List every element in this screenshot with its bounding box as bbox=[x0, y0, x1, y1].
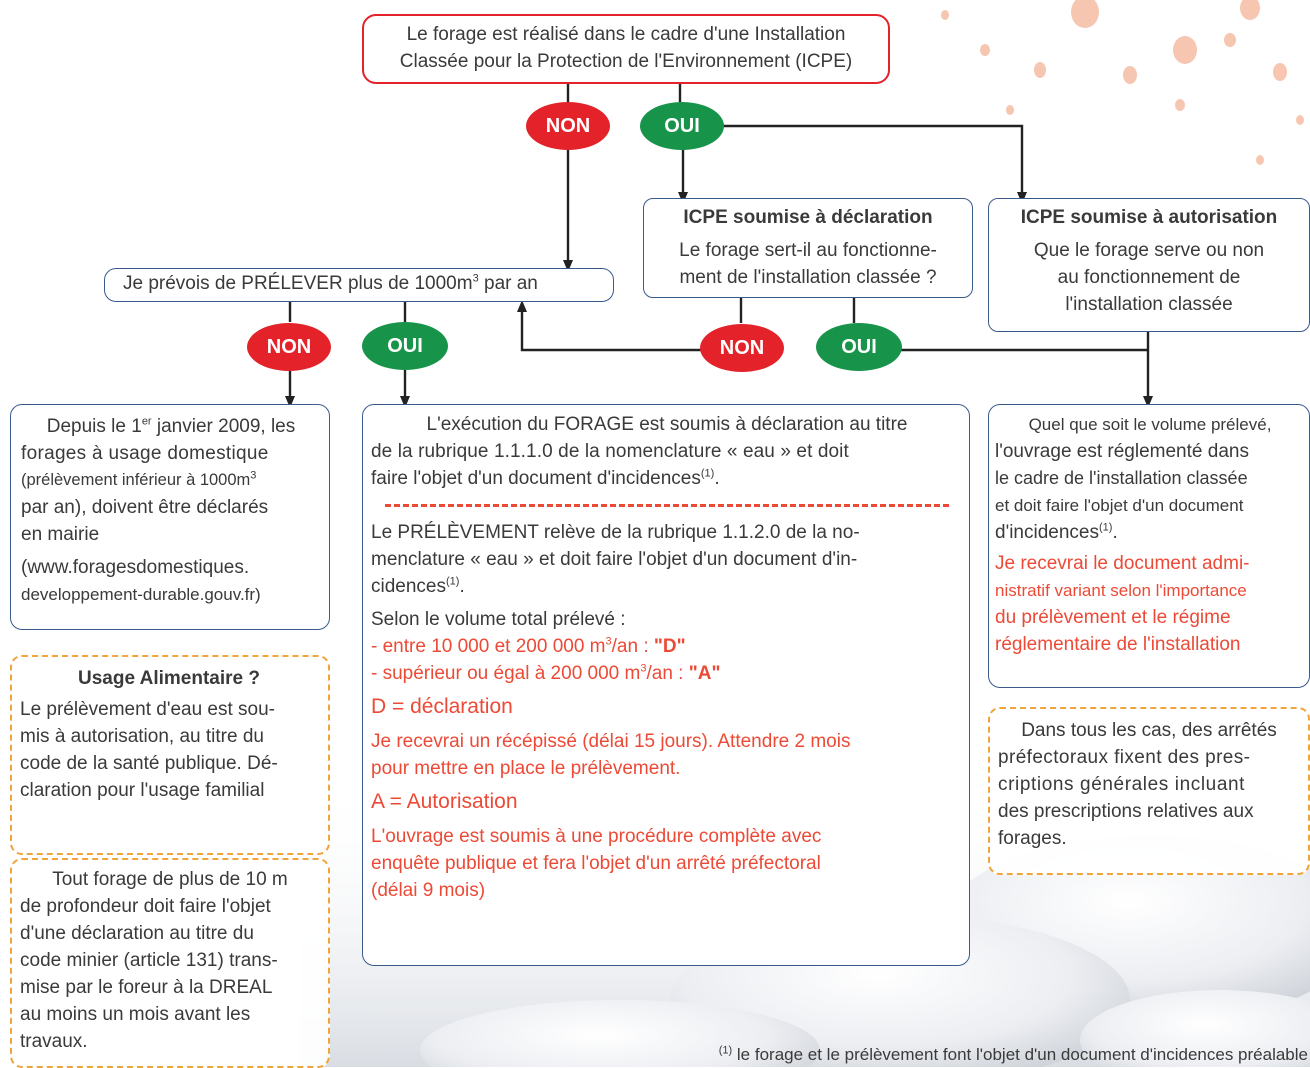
icpe-autorisation-line2: au fonctionnement de bbox=[1057, 267, 1241, 288]
minier-line6: au moins un mois avant les bbox=[20, 1004, 251, 1025]
prelever-box: Je prévois de PRÉLEVER plus de 1000m3 pa… bbox=[104, 268, 614, 302]
oui-badge-prelever: OUI bbox=[362, 322, 448, 370]
a-line2: enquête publique et fera l'objet d'un ar… bbox=[371, 853, 821, 874]
main-line1: L'exécution du FORAGE est soumis à décla… bbox=[426, 414, 908, 435]
icpe-question-box: Le forage est réalisé dans le cadre d'un… bbox=[362, 14, 890, 84]
main-prelevement-line1: Le PRÉLÈVEMENT relève de la rubrique 1.1… bbox=[371, 522, 860, 543]
quel-line2: l'ouvrage est réglementé dans bbox=[995, 441, 1249, 462]
tous-line3: criptions générales incluant bbox=[998, 774, 1246, 795]
a-line1: L'ouvrage est soumis à une procédure com… bbox=[371, 826, 822, 847]
d-line2: pour mettre en place le prélèvement. bbox=[371, 758, 681, 779]
minier-line1: Tout forage de plus de 10 m bbox=[52, 869, 288, 890]
icpe-question-line1: Le forage est réalisé dans le cadre d'un… bbox=[406, 24, 846, 45]
selon-volume: Selon le volume total prélevé : bbox=[371, 609, 626, 630]
domestic-line7: developpement-durable.gouv.fr) bbox=[21, 585, 261, 604]
quel-line3: le cadre de l'installation classée bbox=[995, 468, 1248, 488]
domestic-line5: en mairie bbox=[21, 524, 100, 545]
main-prelevement-line3: cidences(1). bbox=[371, 575, 465, 597]
non-badge-icpe: NON bbox=[526, 102, 610, 150]
icpe-declaration-line2: ment de l'installation classée ? bbox=[679, 267, 937, 288]
a-line3: (délai 9 mois) bbox=[371, 880, 486, 901]
quel-line4: et doit faire l'objet d'un document bbox=[995, 496, 1244, 515]
main-line3: faire l'objet d'un document d'incidences… bbox=[371, 467, 720, 489]
quel-orange-line4: réglementaire de l'installation bbox=[995, 634, 1241, 655]
domestic-line6: (www.foragesdomestiques. bbox=[21, 557, 250, 578]
icpe-autorisation-title: ICPE soumise à autorisation bbox=[1020, 207, 1278, 228]
usage-line4: claration pour l'usage familial bbox=[20, 780, 265, 801]
tous-line2: préfectoraux fixent des pres- bbox=[998, 747, 1251, 768]
a-title: A = Autorisation bbox=[371, 790, 518, 813]
icpe-question-line2: Classée pour la Protection de l'Environn… bbox=[399, 51, 853, 72]
quel-line5: d'incidences(1). bbox=[995, 521, 1118, 543]
usage-line2: mis à autorisation, au titre du bbox=[20, 726, 264, 747]
separator-dashed-line bbox=[385, 504, 949, 507]
icpe-autorisation-line3: l'installation classée bbox=[1065, 294, 1233, 315]
minier-line5: mise par le foreur à la DREAL bbox=[20, 977, 273, 998]
main-line2: de la rubrique 1.1.1.0 de la nomenclatur… bbox=[371, 441, 849, 462]
usage-line1: Le prélèvement d'eau est sou- bbox=[20, 699, 276, 720]
domestic-line2: forages à usage domestique bbox=[21, 443, 269, 464]
minier-line2: de profondeur doit faire l'objet bbox=[20, 896, 271, 917]
minier-line7: travaux. bbox=[20, 1031, 88, 1052]
tous-les-cas-box: Dans tous les cas, des arrêtés préfector… bbox=[988, 707, 1310, 875]
minier-line3: d'une déclaration au titre du bbox=[20, 923, 254, 944]
quel-line1: Quel que soit le volume prélevé, bbox=[1028, 415, 1272, 434]
footnote: (1) le forage et le prélèvement font l'o… bbox=[718, 1044, 1308, 1064]
quel-orange-line3: du prélèvement et le régime bbox=[995, 607, 1231, 628]
bullet-declaration: - entre 10 000 et 200 000 m3/an : "D" bbox=[371, 635, 686, 657]
domestic-line1: Depuis le 1er janvier 2009, les bbox=[46, 415, 296, 437]
d-line1: Je recevrai un récépissé (délai 15 jours… bbox=[371, 731, 851, 752]
usage-alimentaire-title: Usage Alimentaire ? bbox=[78, 668, 260, 689]
non-badge-prelever: NON bbox=[247, 323, 331, 371]
forage-prelevement-box: L'exécution du FORAGE est soumis à décla… bbox=[362, 404, 970, 966]
connector-oui-to-autorisation bbox=[714, 124, 1027, 204]
icpe-autorisation-box: ICPE soumise à autorisation Que le forag… bbox=[988, 198, 1310, 332]
usage-alimentaire-box: Usage Alimentaire ? Le prélèvement d'eau… bbox=[10, 655, 330, 855]
quel-orange-line2: nistratif variant selon l'importance bbox=[995, 581, 1247, 600]
quel-orange-line1: Je recevrai le document admi- bbox=[995, 553, 1250, 574]
icpe-declaration-line1: Le forage sert-il au fonctionne- bbox=[679, 240, 937, 261]
main-prelevement-line2: menclature « eau » et doit faire l'objet… bbox=[371, 549, 858, 570]
non-badge-declaration: NON bbox=[700, 324, 784, 372]
oui-badge-declaration: OUI bbox=[816, 323, 902, 371]
connector-non-to-prelever bbox=[517, 300, 704, 352]
icpe-declaration-box: ICPE soumise à déclaration Le forage ser… bbox=[643, 198, 973, 298]
prelever-text: Je prévois de PRÉLEVER plus de 1000m3 pa… bbox=[123, 272, 538, 294]
domestic-line3: (prélèvement inférieur à 1000m3 bbox=[21, 469, 257, 489]
oui-badge-icpe: OUI bbox=[640, 102, 724, 150]
tous-line5: forages. bbox=[998, 828, 1067, 849]
minier-line4: code minier (article 131) trans- bbox=[20, 950, 278, 971]
code-minier-box: Tout forage de plus de 10 m de profondeu… bbox=[10, 858, 330, 1068]
forages-domestiques-box: Depuis le 1er janvier 2009, les forages … bbox=[10, 404, 330, 630]
volume-reglemente-box: Quel que soit le volume prélevé, l'ouvra… bbox=[988, 404, 1310, 688]
d-title: D = déclaration bbox=[371, 695, 513, 718]
usage-line3: code de la santé publique. Dé- bbox=[20, 753, 278, 774]
icpe-declaration-title: ICPE soumise à déclaration bbox=[683, 207, 933, 228]
tous-line4: des prescriptions relatives aux bbox=[998, 801, 1254, 822]
tous-line1: Dans tous les cas, des arrêtés bbox=[1021, 720, 1277, 741]
domestic-line4: par an), doivent être déclarés bbox=[21, 497, 269, 518]
bullet-autorisation: - supérieur ou égal à 200 000 m3/an : "A… bbox=[371, 662, 721, 684]
icpe-autorisation-line1: Que le forage serve ou non bbox=[1033, 240, 1265, 261]
